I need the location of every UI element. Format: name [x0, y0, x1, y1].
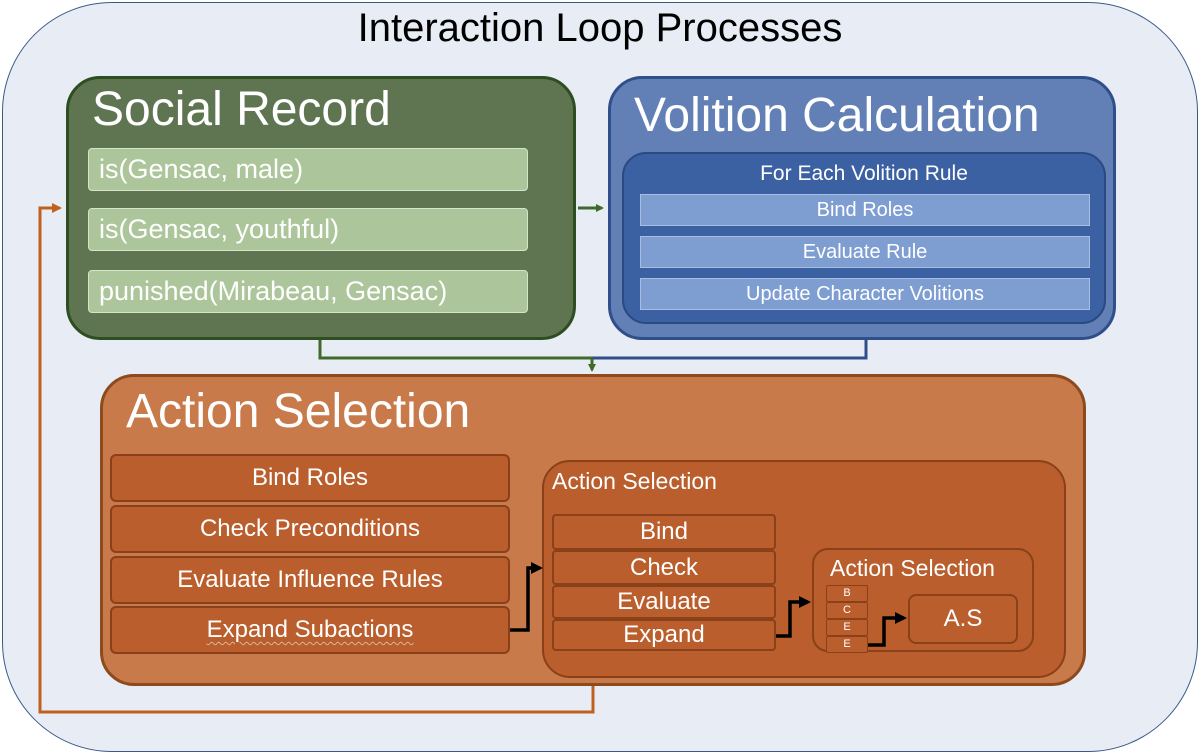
nested-action-step: Bind: [552, 514, 776, 550]
social-fact: is(Gensac, male): [88, 148, 528, 191]
nested-action-step: Expand: [552, 619, 776, 651]
volition-step: Evaluate Rule: [640, 236, 1090, 268]
inner-action-step: B: [826, 585, 868, 602]
volition-step: Bind Roles: [640, 194, 1090, 226]
nested-action-step: Evaluate: [552, 585, 776, 619]
action-selection-title: Action Selection: [126, 385, 471, 438]
diagram-title: Interaction Loop Processes: [357, 6, 843, 50]
action-step: Bind Roles: [110, 454, 510, 502]
action-step: Check Preconditions: [110, 505, 510, 553]
social-fact: is(Gensac, youthful): [88, 208, 528, 251]
volition-rule-loop-title: For Each Volition Rule: [760, 162, 968, 185]
line-volition-to-action: [592, 340, 868, 360]
action-step: Evaluate Influence Rules: [110, 556, 510, 604]
action-step: Expand Subactions: [110, 606, 510, 654]
line-social-to-action: [318, 340, 592, 360]
volition-calculation-title: Volition Calculation: [634, 89, 1040, 142]
inner-action-step: C: [826, 602, 868, 619]
inner-action-selection-title: Action Selection: [830, 555, 995, 581]
inner-action-step: E: [826, 619, 868, 636]
social-record-title: Social Record: [92, 83, 391, 136]
arrow-expand-level-1: [510, 562, 543, 632]
recursive-action-selection-box: A.S: [908, 594, 1018, 644]
volition-step: Update Character Volitions: [640, 278, 1090, 310]
nested-action-step: Check: [552, 550, 776, 585]
nested-action-selection-title: Action Selection: [552, 468, 717, 494]
inner-action-step: E: [826, 636, 868, 653]
social-fact: punished(Mirabeau, Gensac): [88, 270, 528, 313]
arrow-expand-level-2: [776, 596, 811, 638]
arrow-expand-level-3: [868, 612, 907, 647]
action-step-label: Expand Subactions: [206, 616, 414, 643]
arrow-feedback-loop: [38, 203, 595, 714]
